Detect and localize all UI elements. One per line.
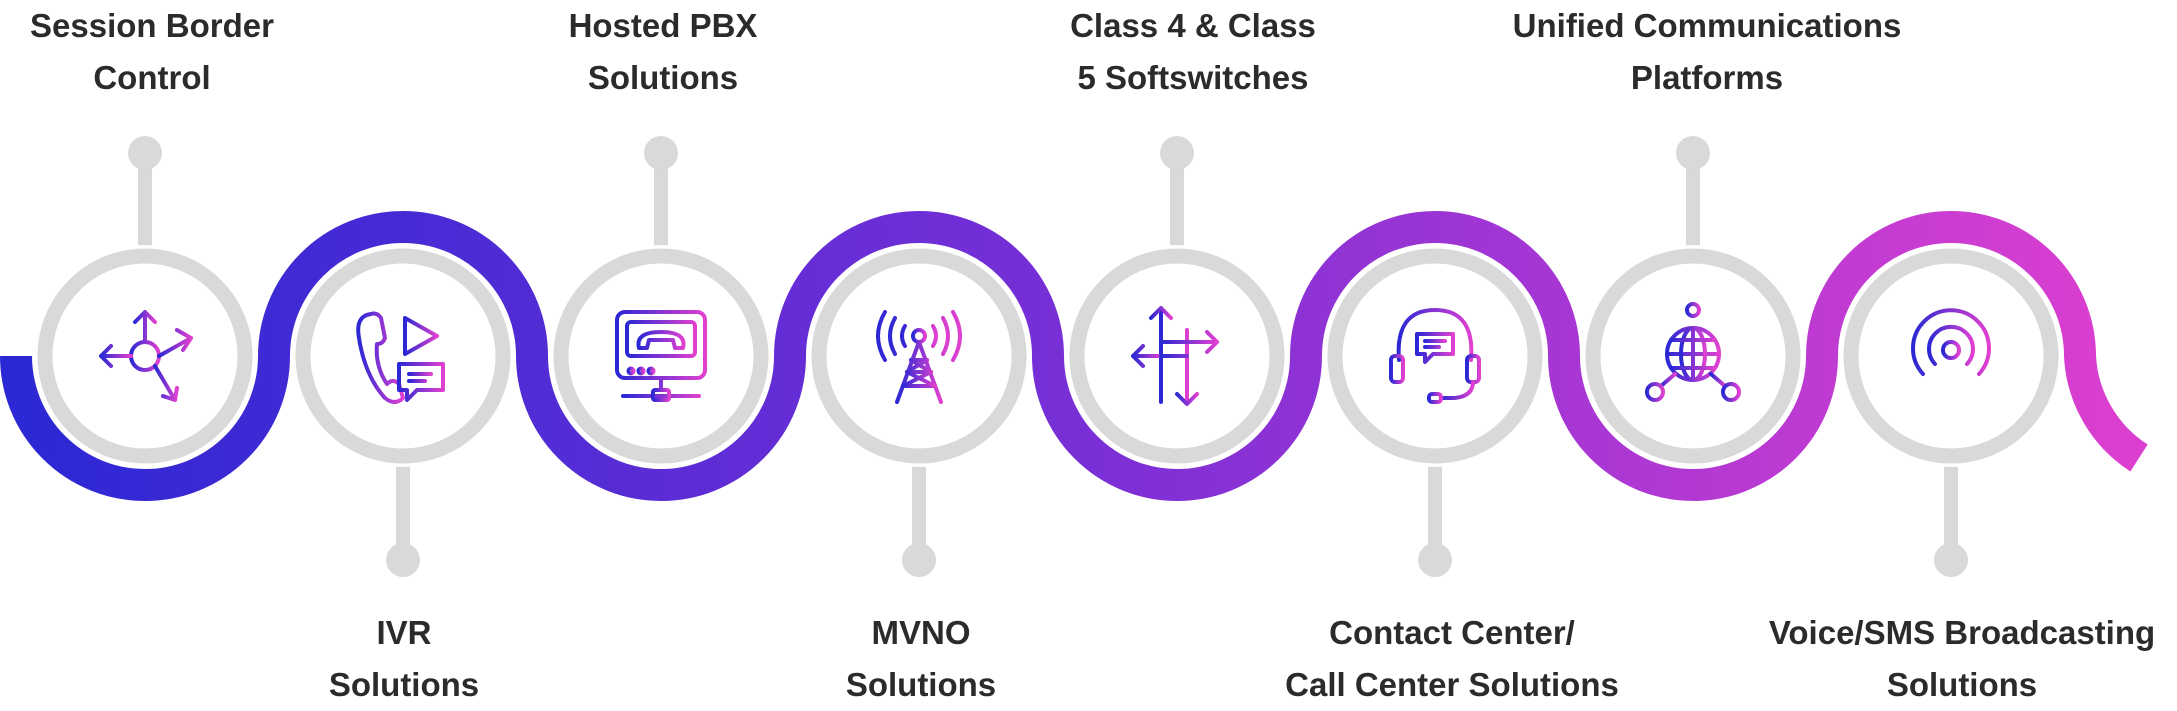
node-background <box>292 245 514 467</box>
pbx-phone-icon <box>615 310 707 402</box>
node-ring <box>1585 248 1801 464</box>
node-ring <box>37 248 253 464</box>
stem-dot <box>1160 136 1194 170</box>
step-label-unified-communications: Unified Communications Platforms <box>1507 0 1907 104</box>
stem-dot <box>1418 543 1452 577</box>
label-line: 5 Softswitches <box>1077 59 1309 96</box>
step-label-ivr: IVR Solutions <box>204 607 604 711</box>
step-node <box>1840 245 2062 577</box>
stem-dot <box>386 543 420 577</box>
label-line: Solutions <box>587 59 739 96</box>
phone-play-chat-icon <box>356 311 445 404</box>
switch-arrows-icon <box>1131 306 1219 406</box>
label-line: IVR <box>376 614 432 651</box>
wave-connector <box>0 211 2149 501</box>
label-line: Call Center Solutions <box>1285 666 1619 703</box>
node-ring <box>811 248 1027 464</box>
label-line: Contact Center/ <box>1329 614 1575 651</box>
stem-dot <box>128 136 162 170</box>
stem-dot <box>1934 543 1968 577</box>
node-ring <box>1069 248 1285 464</box>
step-node <box>292 245 514 577</box>
step-node <box>550 136 772 467</box>
stem-dot <box>902 543 936 577</box>
step-label-hosted-pbx: Hosted PBX Solutions <box>463 0 863 104</box>
node-ring <box>553 248 769 464</box>
node-ring <box>1327 248 1543 464</box>
step-node <box>1324 245 1546 577</box>
label-line: Solutions <box>328 666 480 703</box>
node-background <box>34 245 256 467</box>
step-label-session-border-control: Session Border Control <box>0 0 352 104</box>
label-line: Voice/SMS Broadcasting <box>1768 614 2156 651</box>
step-label-voice-sms-broadcasting: Voice/SMS Broadcasting Solutions <box>1762 607 2162 711</box>
node-ring <box>1843 248 2059 464</box>
label-line: Platforms <box>1630 59 1784 96</box>
step-node <box>808 245 1030 577</box>
label-line: Class 4 & Class <box>1070 7 1316 44</box>
node-background <box>808 245 1030 467</box>
label-line: Unified Communications <box>1512 7 1902 44</box>
headset-chat-icon <box>1389 308 1481 404</box>
label-line: Solutions <box>845 666 997 703</box>
stem-dot <box>644 136 678 170</box>
label-line: MVNO <box>871 614 971 651</box>
broadcast-icon <box>1911 308 1991 404</box>
step-node <box>34 136 256 467</box>
step-node <box>1582 136 1804 467</box>
label-line: Hosted PBX <box>568 7 758 44</box>
node-ring <box>295 248 511 464</box>
globe-network-icon <box>1645 302 1741 402</box>
step-label-mvno: MVNO Solutions <box>721 607 1121 711</box>
arrows-cross-icon <box>99 310 193 402</box>
stem-dot <box>1676 136 1710 170</box>
label-line: Solutions <box>1886 666 2038 703</box>
step-node <box>1066 136 1288 467</box>
step-label-contact-center: Contact Center/ Call Center Solutions <box>1252 607 1652 711</box>
cell-tower-icon <box>876 310 962 404</box>
label-line: Control <box>93 59 211 96</box>
label-line: Session Border <box>30 7 274 44</box>
step-label-softswitches: Class 4 & Class 5 Softswitches <box>993 0 1393 104</box>
